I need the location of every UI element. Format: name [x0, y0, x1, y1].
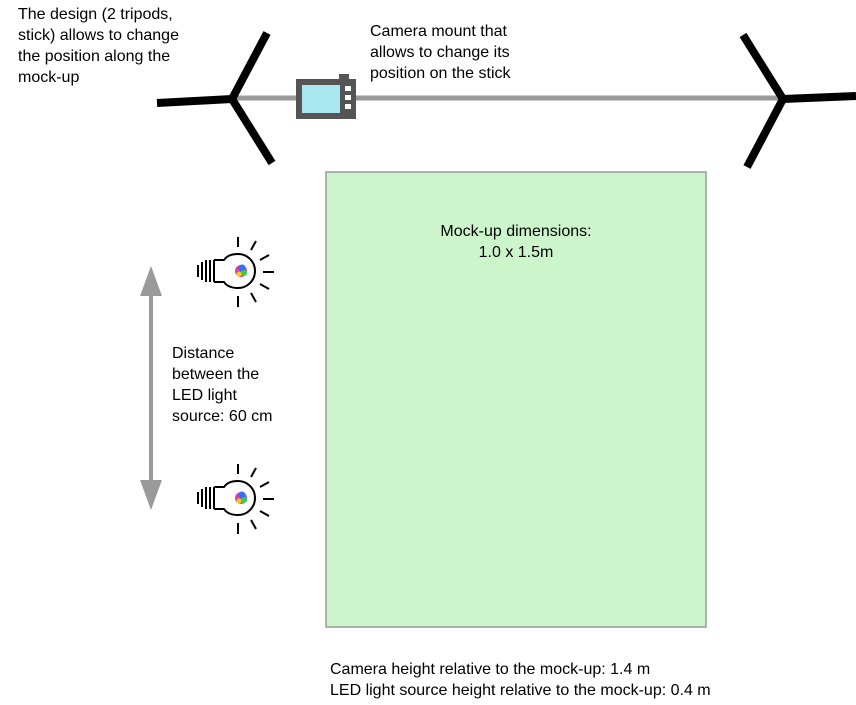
heights-note: Camera height relative to the mock-up: 1…: [330, 661, 711, 699]
tripod-icon: [156, 31, 276, 166]
led-bulb-icon: [197, 464, 274, 534]
tripod-icon: [739, 32, 856, 169]
led-bulb-icon: [197, 237, 274, 307]
mockup-dimensions-note: Mock-up dimensions: 1.0 x 1.5m: [440, 223, 592, 261]
double-arrow-icon: [140, 266, 162, 510]
camera-icon: [296, 74, 356, 119]
camera-mount-note: Camera mount that allows to change its p…: [370, 23, 511, 82]
led-distance-note: Distance between the LED light source: 6…: [172, 345, 273, 425]
mockup-board: [325, 171, 707, 628]
design-note: The design (2 tripods, stick) allows to …: [18, 6, 179, 86]
